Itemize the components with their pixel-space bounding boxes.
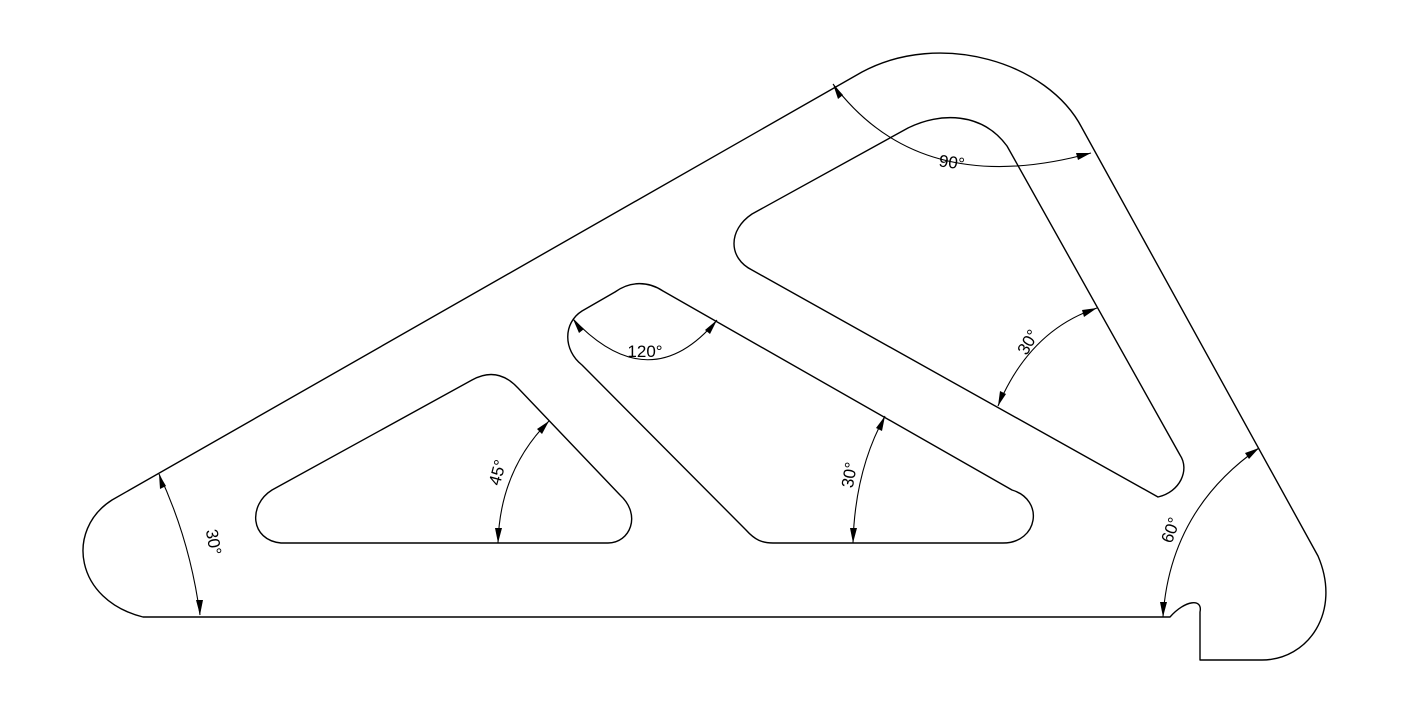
angle-label-apex: 120°: [627, 342, 662, 361]
slot-middle: [567, 282, 1035, 544]
dimension-upper-slot-30: 30°: [997, 307, 1098, 407]
dimension-middle-slot-30: 30°: [838, 415, 886, 544]
dimension-bottom-left-30: 30°: [158, 473, 225, 616]
dimension-small-triangle-45: 45°: [485, 420, 550, 544]
angle-label-top-corner: 90°: [938, 151, 966, 173]
dimension-top-corner-90: 90°: [832, 83, 1092, 174]
angle-label-bottom-left: 30°: [202, 528, 225, 557]
dimension-right-corner-60: 60°: [1158, 447, 1260, 618]
angle-label-small-triangle: 45°: [485, 458, 510, 488]
angle-label-upper-slot: 30°: [1014, 326, 1043, 358]
slot-upper: [733, 117, 1185, 498]
outer-plate-outline: [82, 52, 1327, 661]
dimension-apex-120: 120°: [572, 318, 718, 361]
slot-left-triangle: [255, 373, 633, 544]
angle-label-middle-slot: 30°: [838, 461, 861, 490]
